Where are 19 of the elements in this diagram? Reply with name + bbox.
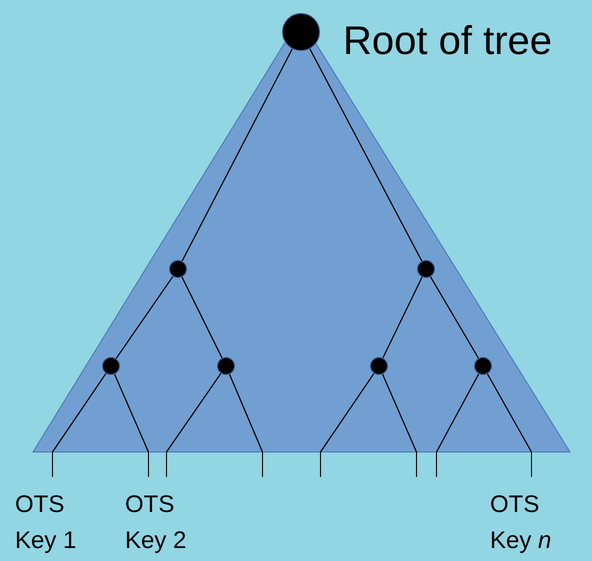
leaf-label: OTS Key n (490, 490, 552, 556)
branch-line (52, 373, 106, 452)
branch-line (309, 48, 422, 262)
branch-line (116, 276, 174, 359)
branch-line (228, 374, 264, 452)
branch-line (320, 373, 374, 452)
branch-line (382, 374, 418, 452)
branch-line (114, 374, 150, 452)
branch-line (382, 276, 423, 358)
root-node (282, 13, 320, 51)
branch-line (436, 374, 480, 452)
leaf-label: OTS Key 2 (125, 490, 188, 556)
branch-line (166, 373, 222, 452)
branch-line (430, 276, 479, 359)
root-label: Root of tree (343, 18, 552, 64)
branch-line (486, 374, 532, 452)
branch-line (181, 276, 223, 358)
branch-line (182, 48, 293, 262)
leaf-label: OTS Key 1 (15, 490, 78, 556)
